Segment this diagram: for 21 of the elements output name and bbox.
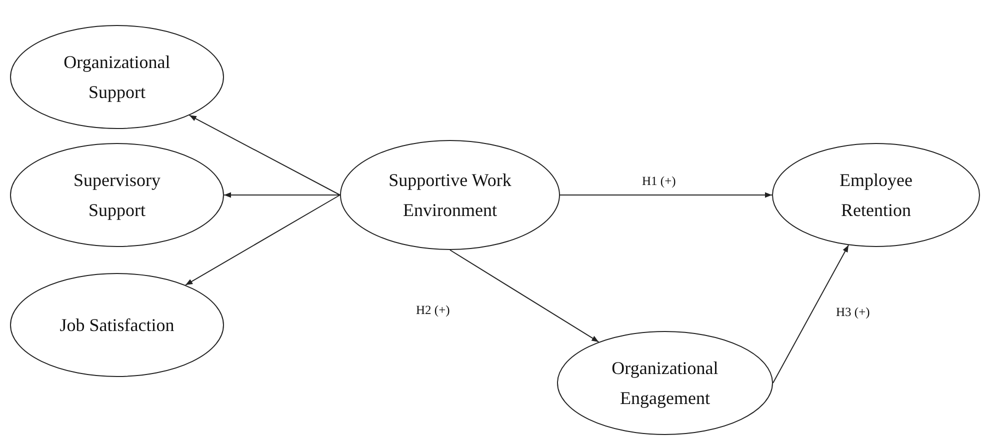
ellipse-node — [340, 140, 560, 250]
node-label: Organizational Support — [62, 51, 172, 104]
ellipse-node — [10, 143, 224, 247]
arrow — [772, 244, 850, 384]
ellipse-node — [10, 25, 224, 129]
node-label: Job Satisfaction — [58, 314, 176, 337]
arrow — [224, 192, 340, 198]
node-label: Supervisory Support — [72, 169, 162, 222]
arrow — [560, 192, 772, 198]
ellipse-node — [10, 273, 224, 377]
node-label: Employee Retention — [838, 169, 914, 222]
node-label: Supportive Work Environment — [388, 169, 512, 222]
arrow — [188, 114, 340, 196]
ellipse-node — [557, 331, 773, 435]
arrow — [450, 250, 600, 342]
arrow — [185, 194, 340, 286]
edge-label: H3 (+) — [836, 305, 870, 320]
node-label: Organizational Engagement — [610, 357, 720, 410]
ellipse-node — [772, 143, 980, 247]
edge-label: H2 (+) — [416, 303, 450, 318]
edge-label: H1 (+) — [642, 174, 676, 189]
